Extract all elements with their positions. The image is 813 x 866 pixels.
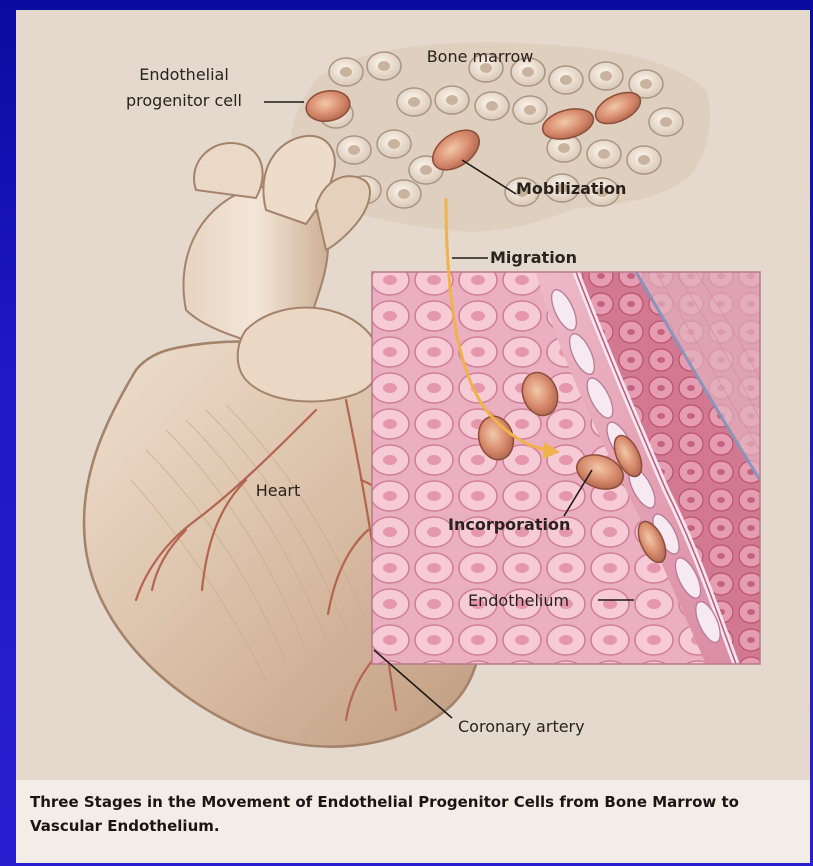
label-coronary-artery: Coronary artery <box>458 717 585 736</box>
illustration: Bone marrow Endothelial progenitor cell … <box>16 10 810 780</box>
figure-caption: Three Stages in the Movement of Endothel… <box>30 790 796 838</box>
label-epc-line1: Endothelial <box>139 65 229 84</box>
label-migration: Migration <box>490 248 577 267</box>
label-incorporation: Incorporation <box>448 515 570 534</box>
label-bone-marrow: Bone marrow <box>427 47 534 66</box>
figure-panel: Bone marrow Endothelial progenitor cell … <box>16 10 810 863</box>
label-epc-line2: progenitor cell <box>126 91 242 110</box>
illustration-svg: Bone marrow Endothelial progenitor cell … <box>16 10 810 780</box>
label-mobilization: Mobilization <box>516 179 626 198</box>
label-endothelium: Endothelium <box>468 591 569 610</box>
label-heart: Heart <box>256 481 301 500</box>
